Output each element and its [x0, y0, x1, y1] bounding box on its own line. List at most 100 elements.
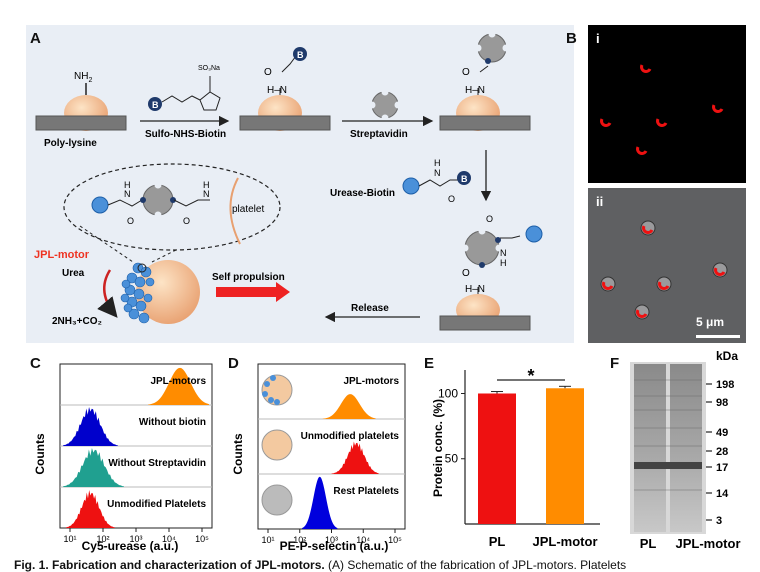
zoom-ellipse: [63, 163, 281, 251]
hist-peak-0: [148, 367, 209, 405]
urease-biotin-o: O: [448, 194, 455, 204]
arrow-sulfo-label: Sulfo-NHS-Biotin: [145, 129, 226, 140]
polylysine-label: Poly-lysine: [44, 138, 97, 149]
zoom-o1: O: [127, 216, 134, 226]
c-xlabel: Cy5-urease (a.u.): [82, 539, 179, 553]
step4-carbonyl: O: [462, 268, 470, 279]
hist-tick-2: 10³: [325, 535, 338, 545]
hist-tick-3: 10⁴: [162, 534, 176, 544]
step3-platelet: [439, 30, 531, 131]
zoom-structure: [91, 177, 241, 245]
products-label: 2NH₃+CO₂: [52, 316, 102, 327]
jpl-motor-illustration: [97, 260, 290, 324]
hist-row-label-1: Unmodified platelets: [301, 431, 400, 442]
urease-biotin-structure: B: [402, 171, 471, 195]
panel-b-letter: B: [566, 30, 577, 47]
urease-biotin-label: Urease-Biotin: [330, 188, 395, 199]
release-label: Release: [351, 303, 389, 314]
sub-ii-label: ii: [596, 194, 604, 209]
gel-marker-1: 98: [716, 397, 728, 409]
fluorescence-spots: [600, 64, 724, 155]
svg-text:B: B: [461, 174, 468, 184]
sulfo-nhs-biotin-structure: B: [148, 76, 221, 111]
e-ytick: 50: [445, 452, 459, 466]
d-ylabel: Counts: [231, 433, 245, 475]
panel-d-letter: D: [228, 355, 239, 372]
hist-tick-0: 10¹: [63, 534, 76, 544]
urea-label: Urea: [62, 268, 85, 279]
caption-bold: Fig. 1. Fabrication and characterization…: [14, 558, 325, 572]
sub-i-label: i: [596, 31, 600, 46]
hist-row-label-3: Unmodified Platelets: [107, 499, 206, 510]
hist-row-label-2: Rest Platelets: [333, 486, 399, 497]
panel-a-letter: A: [30, 30, 41, 47]
gel-kda-label: kDa: [716, 350, 738, 363]
hist-row-label-0: JPL-motors: [150, 376, 206, 387]
e-bar-0: [478, 393, 516, 524]
hist-peak-1: [63, 407, 118, 446]
nh2-label: NH2: [74, 71, 92, 84]
step3-amide: H–N: [465, 85, 485, 96]
c-ylabel: Counts: [33, 433, 47, 475]
e-significance: *: [527, 366, 534, 386]
arrow-strep-label: Streptavidin: [350, 129, 408, 140]
step4-platelet: [439, 225, 543, 331]
hist-tick-0: 10¹: [261, 535, 274, 545]
zoom-n2: N: [203, 189, 210, 199]
jpl-motor-label: JPL-motor: [34, 249, 90, 261]
e-category-1: JPL-motor: [533, 534, 598, 549]
e-category-0: PL: [489, 534, 506, 549]
e-ylabel: Protein conc. (%): [431, 399, 445, 497]
gel-marker-2: 49: [716, 427, 728, 439]
d-xlabel: PE-P-selectin (a.u.): [280, 539, 389, 553]
gel-lane-pl-label: PL: [640, 536, 657, 551]
d-platelet-glyph-1: [261, 429, 293, 461]
scale-label: 5 μm: [696, 315, 725, 329]
step1-platelet: [35, 83, 127, 131]
panel-a-schematic: [26, 25, 574, 343]
gel-marker-6: 3: [716, 515, 722, 527]
overlay-cells: [600, 220, 740, 338]
so3na-label: SO₃Na: [198, 65, 220, 72]
step2-amide: H–N: [267, 85, 287, 96]
panel-e-letter: E: [424, 355, 435, 372]
step3-carbonyl: O: [462, 67, 470, 78]
zoom-o2: O: [183, 216, 190, 226]
zoom-platelet-label: platelet: [232, 204, 264, 215]
step4-amide: H–N: [465, 284, 485, 295]
streptavidin-icon: [368, 88, 402, 122]
scale-bar: [696, 335, 740, 338]
d-platelet-glyph-2: [261, 484, 293, 516]
hist-row-label-1: Without biotin: [139, 417, 206, 428]
gel-lane-jpl-label: JPL-motor: [676, 536, 741, 551]
e-ytick: 100: [438, 386, 458, 400]
hist-peak-2: [63, 448, 124, 487]
hist-tick-4: 10⁵: [388, 535, 402, 545]
gel-marker-5: 14: [716, 488, 729, 500]
hist-tick-4: 10⁵: [195, 534, 209, 544]
panel-c-letter: C: [30, 355, 41, 372]
caption-rest: (A) Schematic of the fabrication of JPL-…: [324, 558, 627, 572]
gel-marker-4: 17: [716, 462, 728, 474]
svg-text:B: B: [297, 50, 304, 60]
zoom-n1: N: [124, 189, 131, 199]
hist-tick-3: 10⁴: [356, 535, 370, 545]
figure-caption: Fig. 1. Fabrication and characterization…: [14, 558, 626, 572]
fluorescence-image: i: [588, 25, 746, 183]
overlay-image: ii 5 μm: [588, 188, 746, 343]
hist-peak-1: [331, 441, 379, 474]
self-propulsion-label: Self propulsion: [212, 272, 285, 283]
urease-biotin-h: H: [434, 158, 441, 168]
step2-carbonyl: O: [264, 67, 272, 78]
step4-o1: O: [486, 214, 493, 224]
fabrication-schematic: NH2 Poly-lysine B SO₃Na Sulfo-NHS-Biotin…: [34, 30, 543, 331]
urease-biotin-n: N: [434, 168, 441, 178]
hist-tick-1: 10²: [96, 534, 109, 544]
hist-peak-3: [66, 489, 115, 528]
hist-tick-1: 10²: [293, 535, 306, 545]
